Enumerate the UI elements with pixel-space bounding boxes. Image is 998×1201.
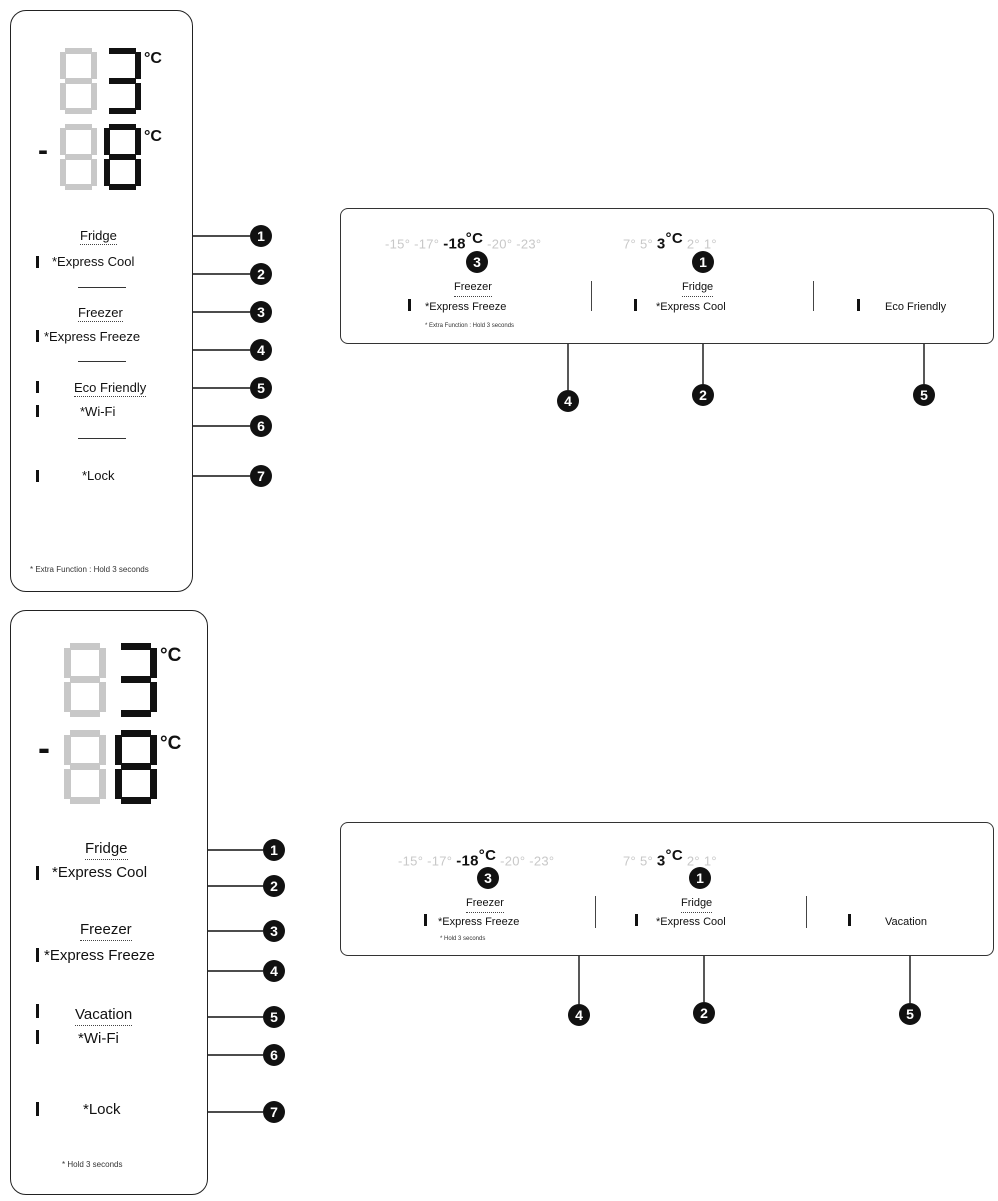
freezer-selected-temp: -18 — [443, 235, 466, 253]
callout-badge: 7 — [263, 1101, 285, 1123]
lock-button[interactable]: *Lock — [82, 468, 115, 483]
callout-badge: 5 — [899, 1003, 921, 1025]
eco-friendly-indicator — [857, 299, 860, 311]
callout-badge: 2 — [693, 1002, 715, 1024]
wifi-indicator — [36, 405, 39, 417]
callout-badge: 4 — [568, 1004, 590, 1026]
vertical-panel-vacation — [10, 610, 208, 1195]
divider — [78, 438, 126, 439]
freezer-temp-scale: -15° -17° -18°C -20° -23° — [385, 230, 542, 253]
fridge-button[interactable]: Fridge — [80, 228, 117, 245]
freezer-unit: °C — [144, 128, 162, 145]
express-freeze-button[interactable]: *Express Freeze — [44, 329, 141, 344]
callout-badge: 5 — [913, 384, 935, 406]
fridge-button[interactable]: Fridge — [85, 840, 128, 860]
wifi-button[interactable]: *Wi-Fi — [78, 1030, 119, 1047]
express-cool-indicator — [634, 299, 637, 311]
callout-badge: 5 — [250, 377, 272, 399]
extra-function-note: * Extra Function : Hold 3 seconds — [30, 565, 149, 574]
callout-badge: 6 — [250, 415, 272, 437]
callout-badge: 1 — [250, 225, 272, 247]
eco-friendly-button[interactable]: Eco Friendly — [885, 301, 947, 313]
callout-badge: 1 — [692, 251, 714, 273]
vacation-button[interactable]: Vacation — [885, 916, 927, 928]
lock-indicator — [36, 470, 39, 482]
vacation-indicator — [848, 914, 851, 926]
lock-indicator — [36, 1102, 39, 1116]
callout-badge: 3 — [466, 251, 488, 273]
fridge-temp-scale: 7° 5° 3°C 2° 1° — [623, 230, 717, 253]
express-cool-button[interactable]: *Express Cool — [52, 254, 135, 269]
vacation-button[interactable]: Vacation — [75, 1006, 133, 1026]
express-cool-indicator — [36, 866, 39, 880]
wifi-button[interactable]: *Wi-Fi — [80, 404, 116, 419]
hold-note: * Hold 3 seconds — [62, 1160, 123, 1169]
freezer-button[interactable]: Freezer — [454, 280, 492, 297]
freezer-unit: °C — [160, 733, 182, 754]
callout-badge: 2 — [263, 875, 285, 897]
horizontal-panel-vacation — [340, 822, 994, 956]
freezer-temp-display — [60, 124, 141, 190]
fridge-temp-display — [60, 48, 141, 114]
express-cool-button[interactable]: *Express Cool — [656, 916, 726, 928]
express-cool-indicator — [635, 914, 638, 926]
callout-badge: 3 — [263, 920, 285, 942]
freezer-button[interactable]: Freezer — [80, 921, 132, 941]
callout-badge: 5 — [263, 1006, 285, 1028]
horizontal-panel-eco — [340, 208, 994, 344]
fridge-button[interactable]: Fridge — [681, 896, 713, 913]
callout-badge: 1 — [263, 839, 285, 861]
freezer-selected-temp: -18 — [456, 852, 479, 870]
callout-badge: 2 — [692, 384, 714, 406]
freezer-minus-sign: - — [38, 727, 50, 768]
divider — [813, 281, 814, 311]
callout-badge: 4 — [250, 339, 272, 361]
callout-badge: 7 — [250, 465, 272, 487]
callout-badge: 3 — [250, 301, 272, 323]
eco-friendly-indicator — [36, 381, 39, 393]
divider — [78, 287, 126, 288]
express-cool-button[interactable]: *Express Cool — [52, 864, 148, 881]
freezer-minus-sign: - — [38, 134, 48, 167]
express-freeze-button[interactable]: *Express Freeze — [44, 947, 155, 964]
freezer-temp-scale: -15° -17° -18°C -20° -23° — [398, 847, 555, 870]
callout-badge: 4 — [557, 390, 579, 412]
callout-badge: 2 — [250, 263, 272, 285]
express-freeze-indicator — [408, 299, 411, 311]
callout-badge: 6 — [263, 1044, 285, 1066]
fridge-selected-temp: 3 — [656, 235, 666, 253]
fridge-selected-temp: 3 — [656, 852, 666, 870]
extra-function-note: * Extra Function : Hold 3 seconds — [425, 323, 515, 329]
express-freeze-button[interactable]: *Express Freeze — [425, 301, 507, 313]
hold-note: * Hold 3 seconds — [440, 936, 486, 942]
freezer-temp-display — [64, 730, 157, 804]
callout-badge: 4 — [263, 960, 285, 982]
divider — [78, 361, 126, 362]
lock-button[interactable]: *Lock — [83, 1101, 121, 1118]
freezer-button[interactable]: Freezer — [78, 305, 123, 322]
wifi-indicator — [36, 1030, 39, 1044]
fridge-unit: °C — [144, 50, 162, 67]
callout-badge: 3 — [477, 867, 499, 889]
fridge-unit: °C — [160, 645, 182, 666]
fridge-temp-display — [64, 643, 157, 717]
fridge-temp-scale: 7° 5° 3°C 2° 1° — [623, 847, 717, 870]
express-freeze-indicator — [424, 914, 427, 926]
vacation-indicator — [36, 1004, 39, 1018]
freezer-button[interactable]: Freezer — [466, 896, 504, 913]
eco-friendly-button[interactable]: Eco Friendly — [74, 380, 147, 397]
divider — [595, 896, 596, 928]
express-freeze-indicator — [36, 948, 39, 962]
vertical-panel-eco — [10, 10, 193, 592]
divider — [806, 896, 807, 928]
divider — [591, 281, 592, 311]
express-freeze-indicator — [36, 330, 39, 342]
fridge-button[interactable]: Fridge — [682, 280, 714, 297]
express-cool-button[interactable]: *Express Cool — [656, 301, 726, 313]
callout-badge: 1 — [689, 867, 711, 889]
express-cool-indicator — [36, 256, 39, 268]
express-freeze-button[interactable]: *Express Freeze — [438, 916, 520, 928]
